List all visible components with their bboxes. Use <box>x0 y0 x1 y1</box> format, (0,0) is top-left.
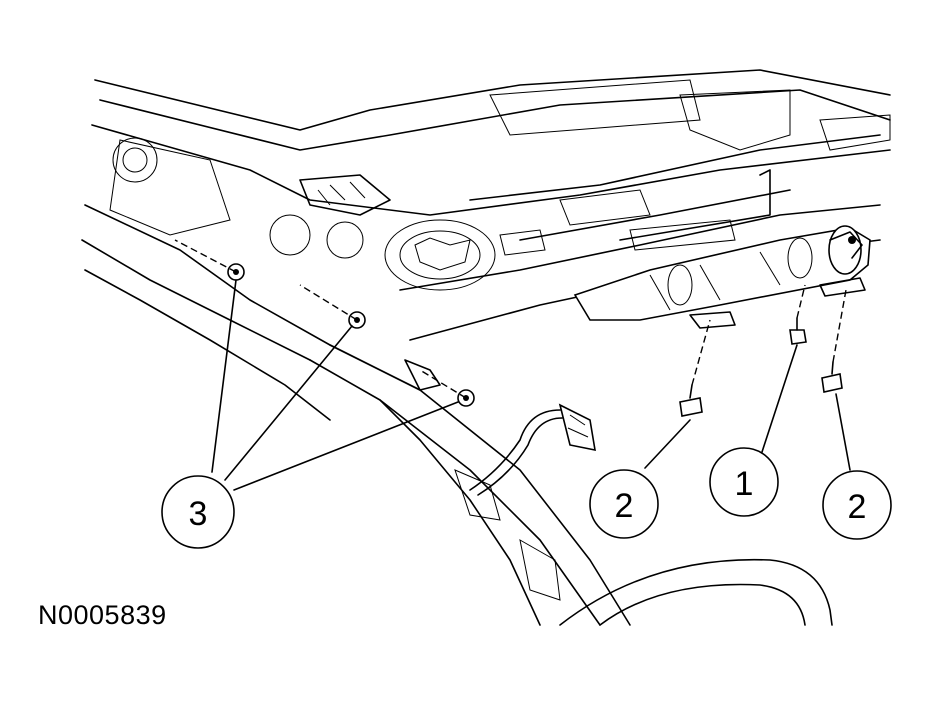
callout-2-right-label: 2 <box>848 488 867 526</box>
screw-1 <box>789 329 807 345</box>
callout-3-label: 3 <box>189 495 208 533</box>
bolt-2a <box>679 397 703 417</box>
wiring-harness <box>404 359 596 496</box>
callout-1-label: 1 <box>735 465 754 503</box>
bolt-2b <box>821 373 843 393</box>
airbag-module <box>573 169 871 329</box>
alignment-lines <box>174 239 847 399</box>
callout-1: 1 <box>709 447 779 517</box>
instrument-panel-structure <box>81 69 891 421</box>
leader-lines <box>211 279 851 491</box>
lower-trim-and-pillar <box>309 344 833 626</box>
callout-3: 3 <box>161 475 235 549</box>
callout-2-left-label: 2 <box>615 487 634 525</box>
figure-id: N0005839 <box>38 600 167 630</box>
callout-2-right: 2 <box>822 470 892 540</box>
callout-2-left: 2 <box>589 469 659 539</box>
